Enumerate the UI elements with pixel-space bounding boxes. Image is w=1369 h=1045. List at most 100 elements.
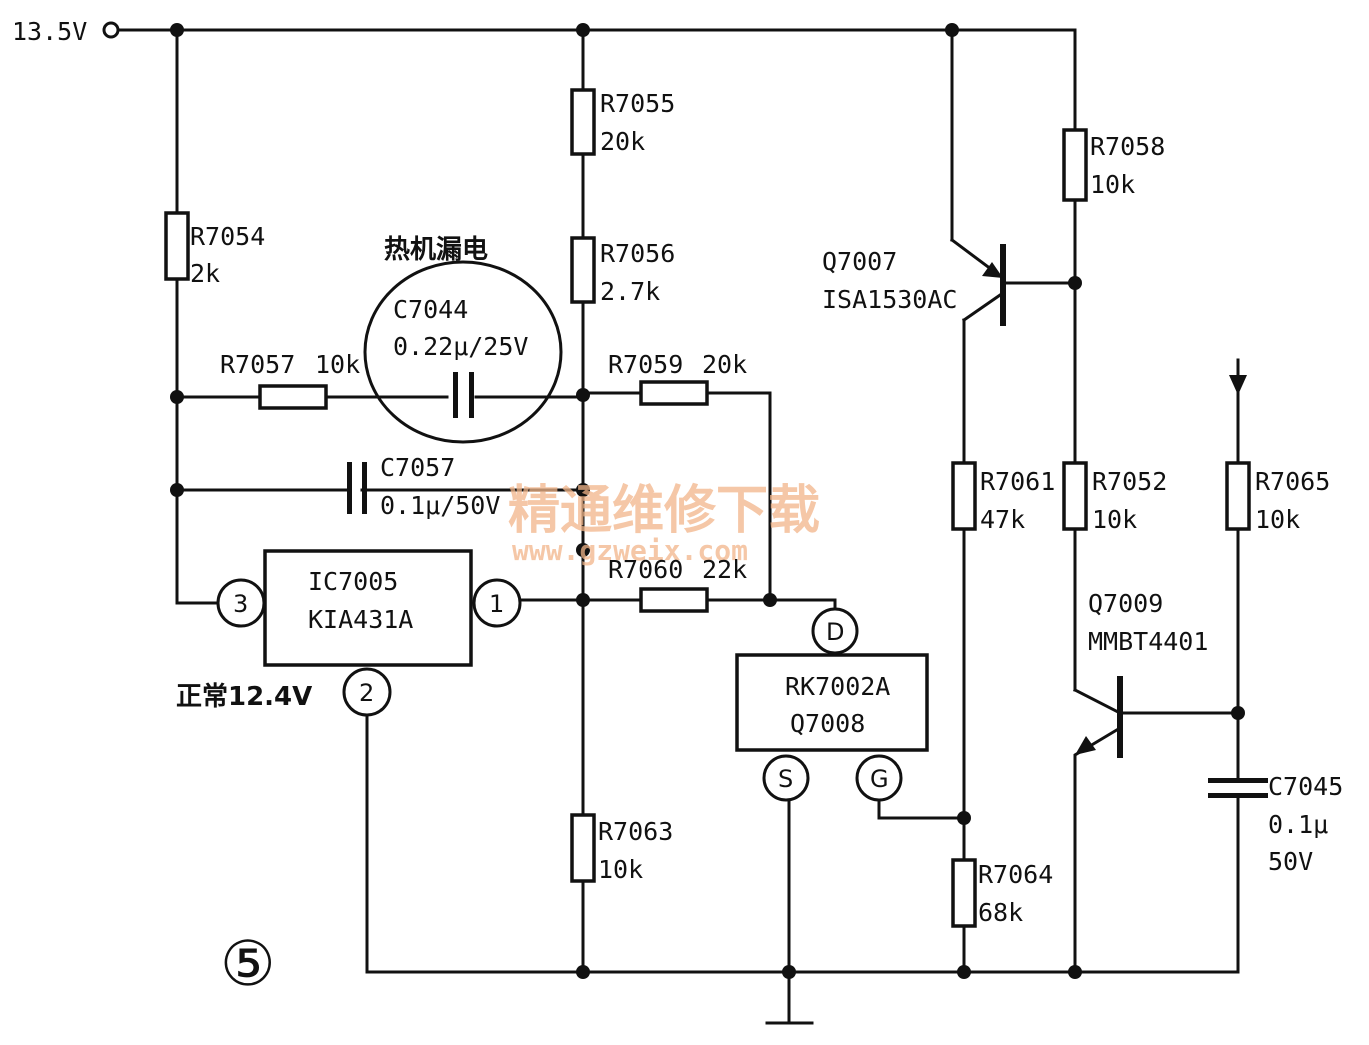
labels: 13.5V R7055 20k R7056 2.7k R7054 2k R705… [12,17,1343,1000]
r7057-value: 10k [315,350,360,379]
r7065-value: 10k [1255,505,1300,534]
junction-dot [170,390,184,404]
r7061-value: 47k [980,505,1025,534]
mosfet-ref: Q7008 [790,709,865,738]
ic-pin-1-label: 1 [489,590,504,618]
figure-number: ⑤ [220,927,276,1000]
r7063-ref: R7063 [598,817,673,846]
junction-dot [1068,965,1082,979]
q7007-ref: Q7007 [822,247,897,276]
r7060-ref: R7060 [608,555,683,584]
supply-terminal [102,21,120,39]
r7065-ref: R7065 [1255,467,1330,496]
junction-dot [170,23,184,37]
junction-dot [782,965,796,979]
capacitor-c7044-plate [469,372,474,418]
capacitor-c7057-plate [362,462,367,514]
junctions [170,23,1245,979]
q7008-body [735,653,929,752]
r7060-row-wire [581,598,837,614]
capacitor-c7045-plate [1208,793,1268,798]
q7009-collector-leg [1072,687,1123,716]
r7060-value: 22k [702,555,747,584]
fault-annotation: 热机漏电 [384,235,488,265]
resistor-r7056 [570,236,596,304]
junction-dot [763,593,777,607]
q7009-emitter-arrow [1075,736,1096,755]
fault-highlight-ellipse [363,260,563,444]
resistor-r7060 [639,587,709,613]
junction-dot [1068,276,1082,290]
junction-dot [945,23,959,37]
r7064-value: 68k [978,898,1023,927]
r7058-value: 10k [1090,170,1135,199]
resistor-r7059 [639,380,709,406]
q7007-emitter-arrow [982,262,1003,278]
ic-ref: IC7005 [308,567,398,596]
q7009-emitter-leg [1073,725,1123,974]
junction-dot [576,483,590,497]
resistor-r7065 [1225,461,1251,531]
ic-pin-3-circle [216,578,266,628]
r7056-value: 2.7k [600,277,660,306]
junction-dot [576,965,590,979]
q7007-collector-leg [961,290,1006,323]
q7007-base-bar [1000,244,1006,326]
r7055-value: 20k [600,127,645,156]
mosfet-pin-g-circle [855,754,903,802]
wires [116,28,1240,1025]
c7057-ref: C7057 [380,453,455,482]
ic7005-body [263,549,473,667]
resistors [164,88,1251,928]
resistor-r7063 [570,813,596,883]
mosfet-pin-d-label: D [826,618,844,646]
capacitor-c7044-plate [453,372,458,418]
resistor-r7064 [951,858,977,928]
junction-dot [1231,706,1245,720]
r7056-ref: R7056 [600,239,675,268]
left-bus [175,28,222,605]
resistor-r7054 [164,211,190,281]
r7061-ref: R7061 [980,467,1055,496]
normal-voltage-annotation: 正常12.4V [176,682,312,712]
mosfet-gate-wire [877,797,966,820]
mosfet-pin-s-label: S [778,765,793,793]
mosfet-pin-s-circle [762,754,810,802]
r7055-ref: R7055 [600,89,675,118]
ic-part: KIA431A [308,605,413,634]
q7009-base-bar [1117,676,1123,758]
c7045-value: 0.1μ [1268,810,1328,839]
input-arrow [1229,375,1247,395]
ic-pin-3-label: 3 [233,590,248,618]
c7045-voltage: 50V [1268,847,1313,876]
capacitors [347,372,1268,798]
q7007-part: ISA1530AC [822,285,957,314]
c7044-value: 0.22μ/25V [393,332,528,361]
r7057-ref: R7057 [220,350,295,379]
r7059-ref: R7059 [608,350,683,379]
resistor-r7057 [258,384,328,410]
ic-ref-wire [365,710,1240,974]
q7009-part: MMBT4401 [1088,627,1208,656]
mosfet-pin-d-circle [811,607,859,655]
resistor-r7052 [1062,461,1088,531]
c7044-ref: C7044 [393,295,468,324]
pin-markers [216,578,903,802]
watermark-title: 精通维修下载 [508,481,820,541]
junction-dot [957,965,971,979]
junction-dot [576,593,590,607]
supply-voltage-label: 13.5V [12,17,87,46]
r7054-ref: R7054 [190,222,265,251]
resistor-r7061 [951,461,977,531]
q7009-ref: Q7009 [1088,589,1163,618]
ic-pin-1-circle [472,578,522,628]
r7059-value: 20k [702,350,747,379]
junction-dot [576,388,590,402]
resistor-r7055 [570,88,596,156]
ic-pin-2-label: 2 [359,679,374,707]
supply-rail [116,28,1077,132]
r7058-ref: R7058 [1090,132,1165,161]
watermark-url: www.gzweix.com [512,534,748,567]
